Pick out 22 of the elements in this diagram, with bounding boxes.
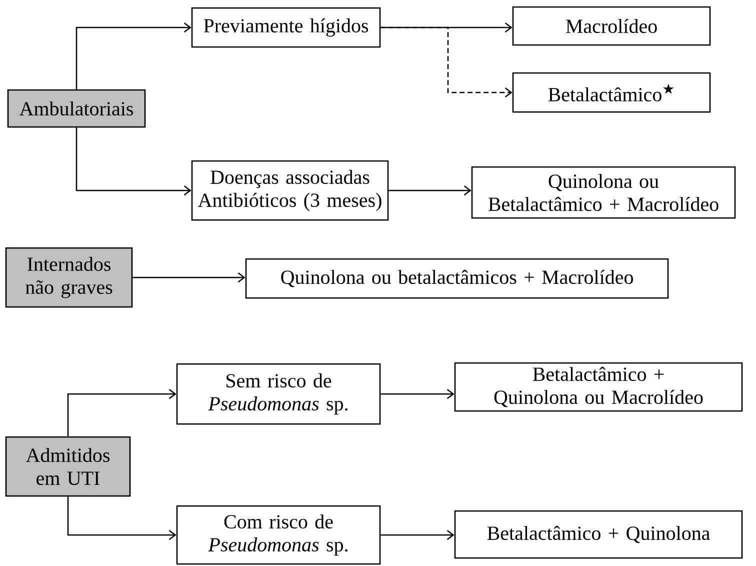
arrow <box>380 388 454 400</box>
category-box: Ambulatoriais <box>7 89 146 128</box>
arrow <box>76 22 192 90</box>
dashed-arrow <box>380 26 512 98</box>
condition-box: Previamente hígidos <box>191 7 381 48</box>
arrow <box>132 272 246 283</box>
arrow <box>67 388 176 436</box>
treatment-box: Macrolídeo <box>512 6 711 46</box>
condition-box: Com risco de Pseudomonas sp. <box>176 505 381 565</box>
category-box: Admitidos em UTI <box>5 436 131 497</box>
treatment-box: Betalactâmico + Quinolona <box>454 510 743 559</box>
arrow <box>67 496 176 540</box>
category-box: Internados não graves <box>5 247 133 308</box>
arrow <box>76 128 192 196</box>
arrow <box>380 530 454 540</box>
treatment-box: Quinolona ou betalactâmicos + Macrolídeo <box>245 258 669 299</box>
treatment-box: Betalactâmico$^{★}$ <box>512 72 711 113</box>
condition-box: Sem risco de Pseudomonas sp. <box>176 363 381 425</box>
treatment-box: Betalactâmico + Quinolona ou Macrolídeo <box>454 362 743 412</box>
treatment-box: Quinolona ou Betalactâmico + Macrolídeo <box>471 166 736 219</box>
arrow <box>388 185 472 196</box>
condition-box: Doenças associadas Antibióticos (3 meses) <box>191 160 389 221</box>
